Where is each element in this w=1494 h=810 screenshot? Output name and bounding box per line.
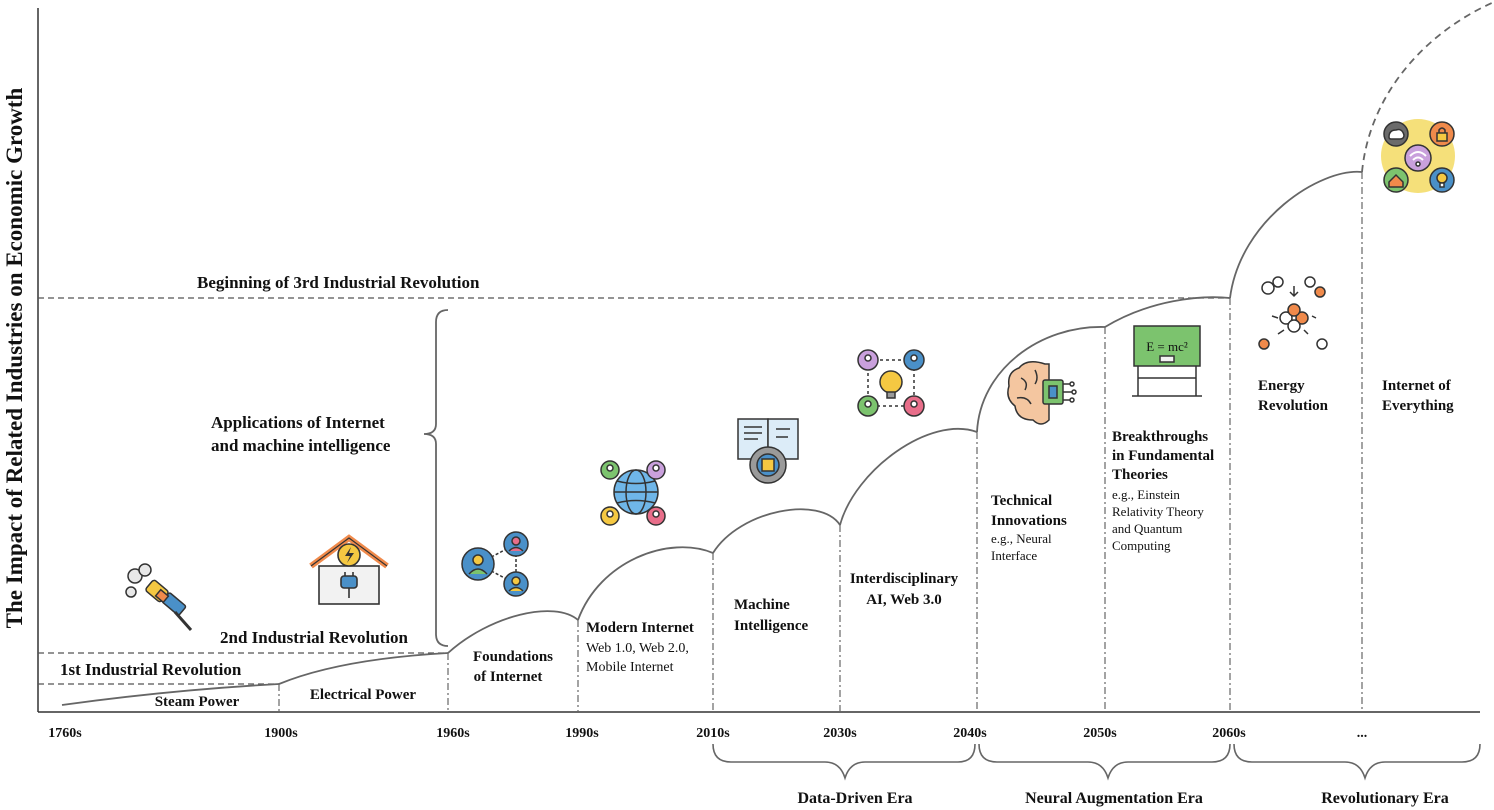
stage-machine-title-2: Intelligence xyxy=(734,618,808,634)
era-revolutionary-label: Revolutionary Era xyxy=(1321,790,1449,807)
growth-curves xyxy=(61,1,1494,706)
idea-collaboration-icon xyxy=(857,349,925,417)
tick-1990s: 1990s xyxy=(565,726,599,741)
era-brace-revolutionary xyxy=(1233,743,1481,781)
curve-breakthroughs xyxy=(1104,296,1231,328)
era-neural-label: Neural Augmentation Era xyxy=(1025,790,1203,807)
stage-technical-title-1: Technical xyxy=(991,493,1052,509)
curve-modern xyxy=(577,546,714,621)
steam-engine-icon xyxy=(125,563,193,631)
stage-steam-title: Steam Power xyxy=(155,694,240,710)
curve-steam xyxy=(61,683,280,706)
milestone-second-label: 2nd Industrial Revolution xyxy=(220,628,409,647)
stage-foundations-title-1: Foundations xyxy=(473,649,553,665)
curve-electrical xyxy=(278,652,449,685)
milestone-third-label: Beginning of 3rd Industrial Revolution xyxy=(197,273,480,292)
stage-interdisciplinary-title-2: AI, Web 3.0 xyxy=(866,592,942,608)
curve-everything xyxy=(1361,1,1494,173)
stage-technical-detail-2: Interface xyxy=(991,548,1037,563)
book-gear-chip-icon xyxy=(737,418,799,484)
formula-text: E = mc² xyxy=(1146,339,1188,354)
applications-label-line1: Applications of Internet xyxy=(211,413,385,432)
applications-brace xyxy=(423,309,449,647)
applications-label-line2: and machine intelligence xyxy=(211,436,391,455)
atom-fusion-icon xyxy=(1258,276,1328,350)
tick-2050s: 2050s xyxy=(1083,726,1117,741)
stage-energy-title-2: Revolution xyxy=(1258,398,1329,414)
blackboard-formula-icon: E = mc² xyxy=(1132,325,1202,397)
stage-technical-detail-1: e.g., Neural xyxy=(991,531,1052,546)
stage-technical-title-2: Innovations xyxy=(991,513,1067,529)
tick-1960s: 1960s xyxy=(436,726,470,741)
electric-house-icon xyxy=(309,534,389,605)
network-people-icon xyxy=(461,531,529,597)
stage-breakthroughs-detail-4: Computing xyxy=(1112,538,1171,553)
curve-technical xyxy=(976,326,1106,433)
tick-ellipsis: ... xyxy=(1357,726,1368,741)
tick-2040s: 2040s xyxy=(953,726,987,741)
curve-foundations xyxy=(447,610,579,654)
brain-chip-icon xyxy=(1007,361,1077,425)
stage-everything-title-1: Internet of xyxy=(1382,378,1452,394)
stage-interdisciplinary-title-1: Interdisciplinary xyxy=(850,571,959,587)
era-brace-neural xyxy=(978,743,1231,781)
stage-breakthroughs-detail-3: and Quantum xyxy=(1112,521,1182,536)
curve-energy xyxy=(1229,171,1363,299)
stage-everything-title-2: Everything xyxy=(1382,398,1454,414)
stage-breakthroughs-title-2: in Fundamental xyxy=(1112,448,1214,464)
era-brace-data-driven xyxy=(712,743,976,781)
stage-machine-title-1: Machine xyxy=(734,597,790,613)
stage-energy-title-1: Energy xyxy=(1258,378,1305,394)
globe-network-icon xyxy=(600,460,666,526)
tick-1900s: 1900s xyxy=(264,726,298,741)
curve-interdisciplinary xyxy=(839,427,978,526)
stage-foundations-title-2: of Internet xyxy=(474,669,543,685)
tick-2010s: 2010s xyxy=(696,726,730,741)
tick-2060s: 2060s xyxy=(1212,726,1246,741)
stage-modern-detail-2: Mobile Internet xyxy=(586,660,674,675)
era-data-driven-label: Data-Driven Era xyxy=(797,790,912,807)
stage-breakthroughs-title-1: Breakthroughs xyxy=(1112,429,1208,445)
curve-machine xyxy=(712,508,841,554)
stage-breakthroughs-title-3: Theories xyxy=(1112,467,1168,483)
stage-breakthroughs-detail-2: Relativity Theory xyxy=(1112,504,1204,519)
y-axis-label: The Impact of Related Industries on Econ… xyxy=(2,87,27,628)
stage-breakthroughs-detail-1: e.g., Einstein xyxy=(1112,487,1180,502)
milestone-first-label: 1st Industrial Revolution xyxy=(60,660,242,679)
smart-home-iot-icon xyxy=(1381,119,1455,193)
stage-modern-detail-1: Web 1.0, Web 2.0, xyxy=(586,641,689,656)
tick-1760s: 1760s xyxy=(48,726,82,741)
tick-2030s: 2030s xyxy=(823,726,857,741)
stage-modern-title: Modern Internet xyxy=(586,620,694,636)
stage-electrical-title: Electrical Power xyxy=(310,687,417,703)
